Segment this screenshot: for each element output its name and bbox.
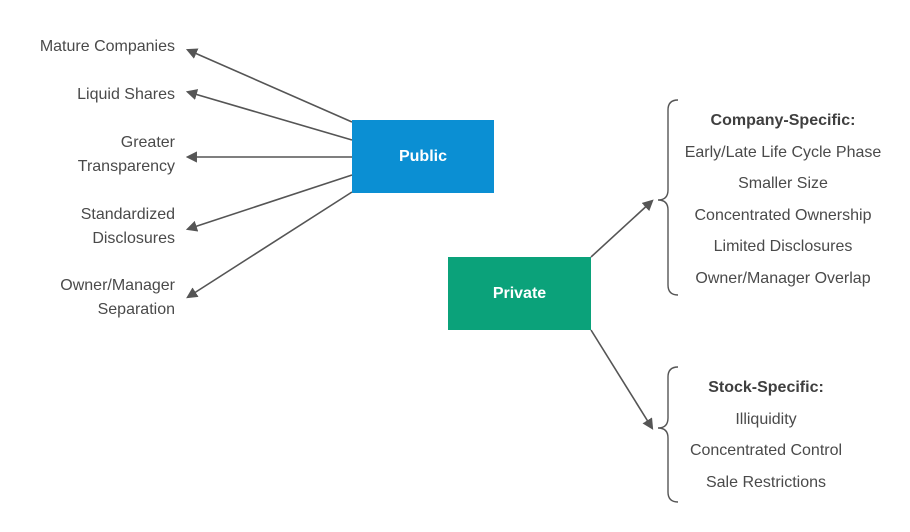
attribute-line: Greater	[120, 134, 175, 151]
public-label: Public	[398, 147, 447, 165]
private-box: Private	[448, 257, 591, 330]
attribute-line: Owner/Manager	[60, 277, 175, 294]
public-attribute-greater-transparency: Greater Transparency	[78, 131, 175, 179]
public-attribute-liquid-shares: Liquid Shares	[77, 83, 175, 107]
arrow-company-specific	[590, 199, 654, 258]
arrow-owner-manager-separation	[186, 191, 353, 299]
attribute-line: Separation	[97, 301, 175, 318]
attribute-line: Mature Companies	[39, 38, 175, 55]
company-specific-group: Company-Specific: Early/Late Life Cycle …	[666, 105, 900, 294]
private-label: Private	[492, 284, 547, 302]
public-box: Public	[352, 120, 494, 193]
arrow-mature-companies	[185, 48, 353, 123]
list-item: Owner/Manager Overlap	[695, 269, 871, 287]
brace-stock-specific	[657, 366, 679, 503]
list-item: Illiquidity	[735, 410, 797, 428]
list-item: Concentrated Ownership	[694, 206, 872, 224]
arrow-standardized-disclosures	[185, 174, 353, 232]
public-attribute-owner-manager-separation: Owner/Manager Separation	[60, 274, 175, 322]
list-item: Concentrated Control	[689, 442, 843, 459]
attribute-line: Standardized	[80, 206, 175, 223]
attribute-line: Disclosures	[92, 230, 175, 247]
list-item: Limited Disclosures	[713, 238, 853, 255]
arrow-stock-specific	[590, 329, 654, 430]
arrow-liquid-shares	[185, 89, 353, 141]
attribute-line: Transparency	[77, 158, 175, 175]
brace-company-specific	[657, 99, 679, 296]
stock-specific-heading: Stock-Specific:	[708, 379, 824, 396]
company-specific-heading: Company-Specific:	[710, 112, 856, 129]
list-item: Sale Restrictions	[705, 473, 827, 491]
public-attribute-standardized-disclosures: Standardized Disclosures	[81, 203, 175, 251]
list-item: Smaller Size	[738, 175, 828, 192]
stock-specific-group: Stock-Specific: Illiquidity Concentrated…	[666, 372, 866, 498]
attribute-line: Liquid Shares	[77, 86, 175, 103]
list-item: Early/Late Life Cycle Phase	[684, 143, 882, 161]
public-attribute-mature-companies: Mature Companies	[40, 35, 175, 59]
